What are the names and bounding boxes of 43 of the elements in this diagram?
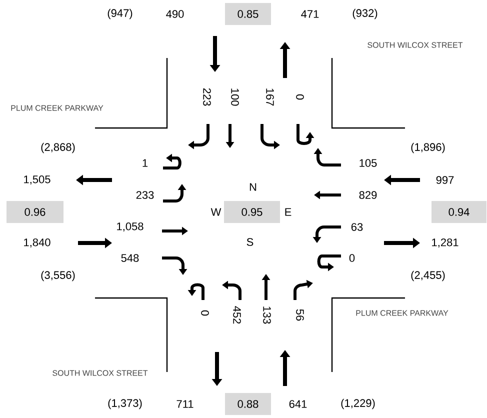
volume-label: (2,868) bbox=[41, 142, 75, 154]
volume-label: 0 bbox=[296, 94, 304, 100]
volume-label: 100 bbox=[231, 88, 239, 106]
volume-label: 641 bbox=[289, 400, 307, 408]
value-box: 0.94 bbox=[432, 201, 486, 223]
volume-label: N bbox=[250, 183, 256, 191]
volume-label: 56 bbox=[296, 309, 304, 321]
volume-label: 63 bbox=[351, 223, 363, 231]
volume-label: 997 bbox=[436, 176, 454, 184]
volume-label: 133 bbox=[263, 306, 271, 324]
volume-label: 711 bbox=[176, 400, 194, 408]
volume-label: 223 bbox=[203, 88, 211, 106]
volume-label: (1,229) bbox=[341, 398, 375, 410]
value-box: 0.96 bbox=[6, 201, 64, 223]
value-box: 0.95 bbox=[224, 201, 280, 223]
volume-label: S bbox=[246, 238, 254, 246]
volume-label: 0 bbox=[349, 254, 355, 262]
volume-label: 452 bbox=[233, 306, 241, 324]
volume-label: (947) bbox=[108, 8, 132, 20]
volume-label: 167 bbox=[266, 88, 274, 106]
volume-label: 233 bbox=[136, 191, 154, 199]
volume-label: (3,556) bbox=[41, 270, 75, 282]
volume-label: 829 bbox=[359, 191, 377, 199]
volume-label: 1,058 bbox=[117, 222, 144, 232]
volume-label: (1,373) bbox=[108, 398, 142, 410]
volume-label: 490 bbox=[166, 10, 184, 18]
volume-label: (932) bbox=[352, 8, 378, 20]
volume-label: 0 bbox=[201, 310, 209, 316]
volume-label: 105 bbox=[360, 159, 377, 167]
volume-label: 1 bbox=[142, 159, 148, 167]
volume-label: (1,896) bbox=[411, 142, 445, 154]
volume-label: 1,840 bbox=[24, 238, 50, 248]
value-box: 0.85 bbox=[225, 3, 271, 25]
volume-label: 1,281 bbox=[432, 238, 458, 248]
value-box: 0.88 bbox=[225, 393, 271, 415]
street-name: PLUM CREEK PARKWAY bbox=[11, 105, 104, 111]
street-name: SOUTH WILCOX STREET bbox=[52, 370, 148, 376]
volume-label: 1,505 bbox=[24, 175, 50, 185]
volume-label: 548 bbox=[121, 254, 139, 262]
street-name: PLUM CREEK PARKWAY bbox=[356, 310, 448, 316]
volume-label: 471 bbox=[301, 10, 319, 18]
street-name: SOUTH WILCOX STREET bbox=[368, 42, 463, 48]
volume-label: (2,455) bbox=[411, 270, 445, 282]
